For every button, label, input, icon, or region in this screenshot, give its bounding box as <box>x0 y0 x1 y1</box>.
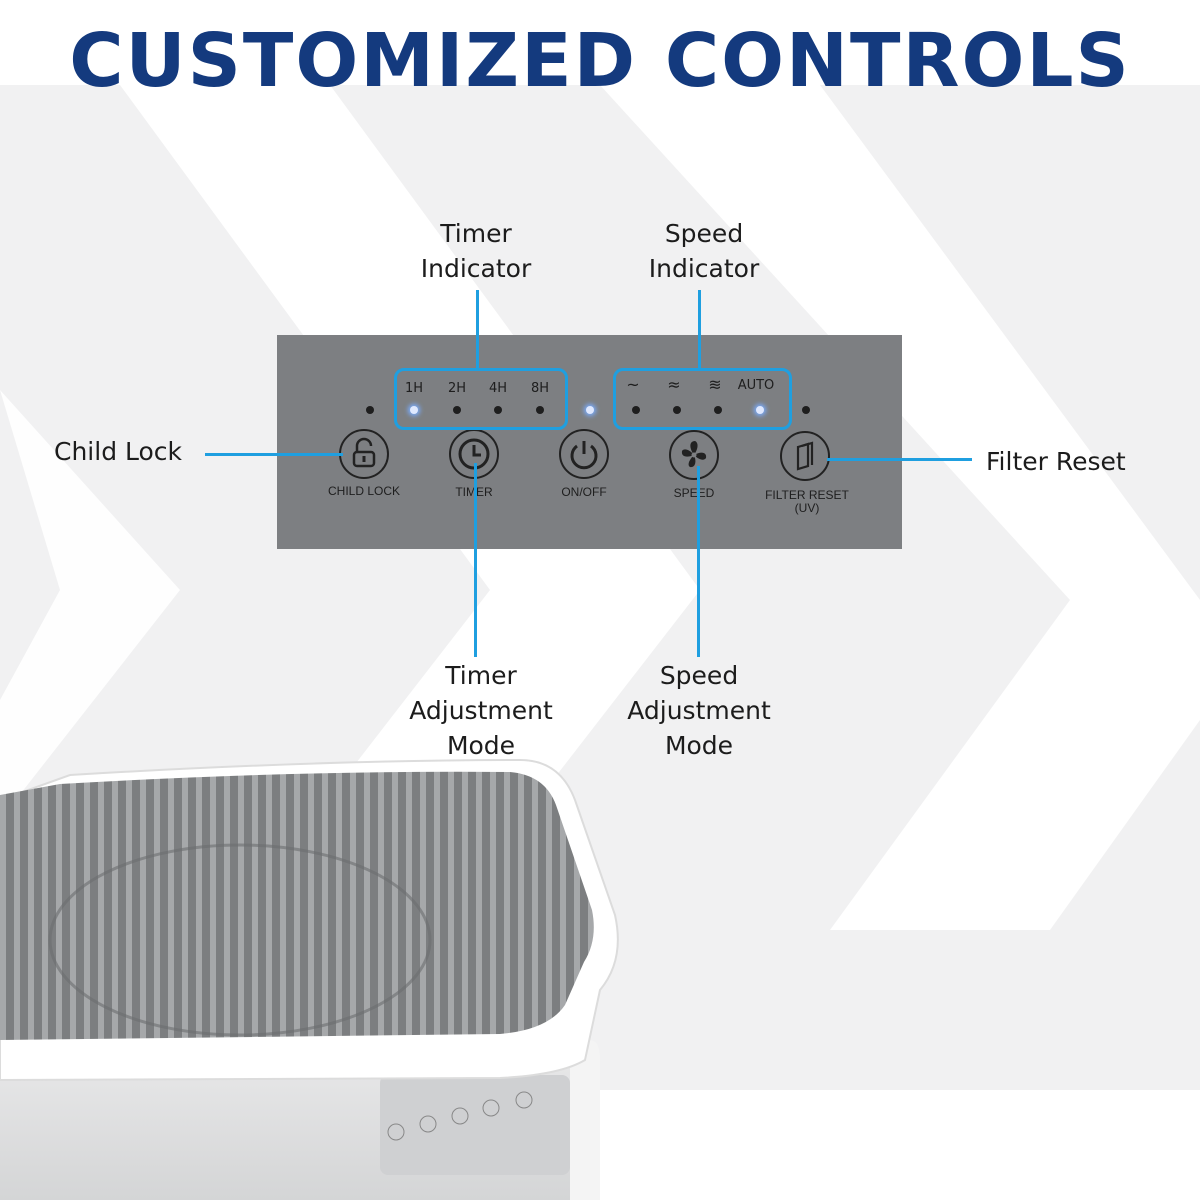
speed-label-auto: AUTO <box>737 378 775 393</box>
speed-label-low: ~ <box>626 375 640 394</box>
child-lock-indicator <box>366 406 374 414</box>
speed-indicator-bracket <box>613 368 792 430</box>
timer-indicator-bracket <box>394 368 568 430</box>
filter-icon <box>796 441 814 471</box>
speed-button[interactable] <box>669 430 719 480</box>
timer-indicator-line <box>476 290 479 370</box>
filter-reset-line <box>827 458 972 461</box>
power-indicator <box>586 406 594 414</box>
page-title: CUSTOMIZED CONTROLS <box>69 18 1131 104</box>
timer-1h-indicator <box>410 406 418 414</box>
speed-indicator-line <box>698 290 701 370</box>
speed-mid-indicator <box>673 406 681 414</box>
timer-label-4h: 4H <box>488 381 508 396</box>
speed-high-indicator <box>714 406 722 414</box>
speed-label-mid: ≈ <box>667 375 681 394</box>
timer-4h-indicator <box>494 406 502 414</box>
timer-label-2h: 2H <box>447 381 467 396</box>
on-off-label: ON/OFF <box>561 485 607 499</box>
speed-label: SPEED <box>673 486 715 500</box>
timer-label-8h: 8H <box>530 381 550 396</box>
filter-reset-label: FILTER RESET (UV) <box>765 488 849 515</box>
speed-label-high: ≋ <box>708 375 722 394</box>
control-panel: 1H 2H 4H 8H ~ ≈ ≋ AUTO CHILD LOCK TIMER <box>277 335 902 549</box>
filter-reset-button[interactable] <box>780 431 830 481</box>
child-lock-line <box>205 453 343 456</box>
lock-icon <box>352 437 376 468</box>
timer-8h-indicator <box>536 406 544 414</box>
timer-label-1h: 1H <box>404 381 424 396</box>
timer-2h-indicator <box>453 406 461 414</box>
timer-adjustment-line <box>474 463 477 657</box>
power-button[interactable] <box>559 429 609 479</box>
speed-adjustment-line <box>697 466 700 657</box>
speed-low-indicator <box>632 406 640 414</box>
filter-reset-indicator <box>802 406 810 414</box>
child-lock-callout: Child Lock <box>54 437 183 466</box>
speed-auto-indicator <box>756 406 764 414</box>
power-icon <box>570 441 598 470</box>
fan-icon <box>681 441 707 468</box>
filter-reset-callout: Filter Reset <box>986 447 1126 476</box>
child-lock-label: CHILD LOCK <box>327 484 401 498</box>
